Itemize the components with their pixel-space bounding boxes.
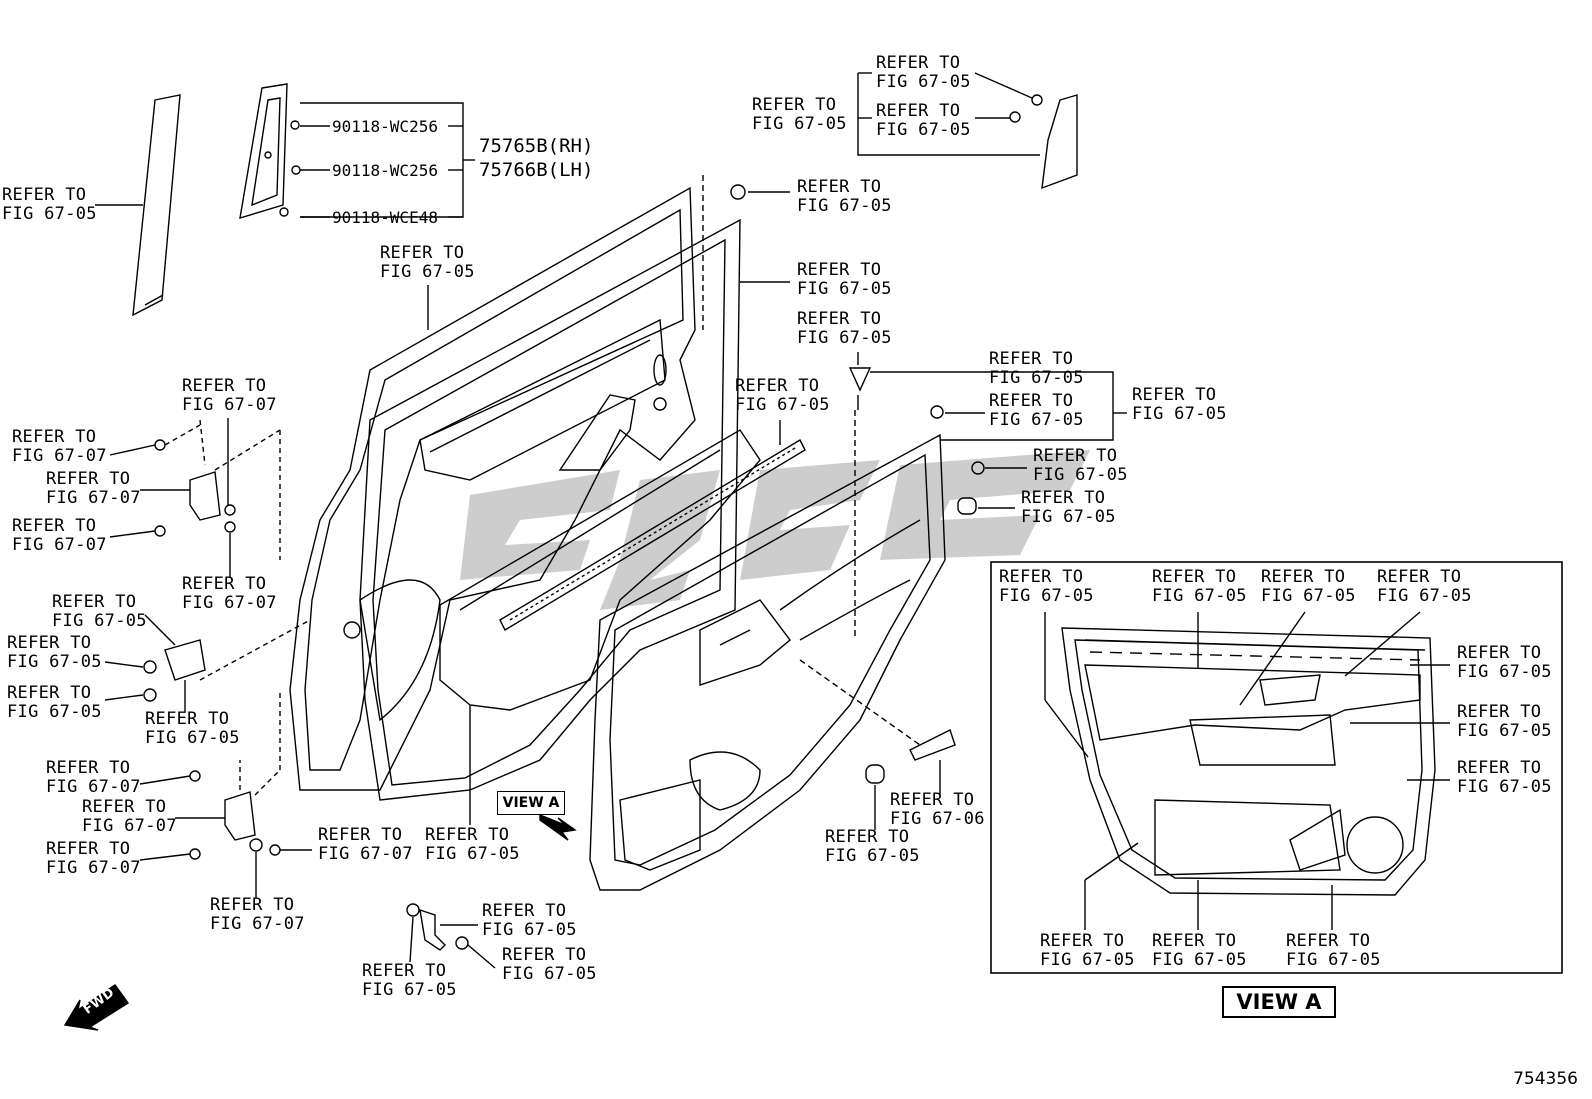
door-frame-weatherstrip <box>359 218 741 801</box>
part-number-clip-2: 90118-WC256 <box>332 161 438 180</box>
part-number-clip-1: 90118-WC256 <box>332 117 438 136</box>
pillar-garnish <box>132 94 181 317</box>
view-a-box <box>990 561 1563 974</box>
clip-top <box>730 184 746 200</box>
upper-hinge <box>109 418 281 578</box>
bottom-bracket <box>419 908 446 951</box>
window-trim-75765b <box>239 83 288 219</box>
belt-weatherstrip <box>499 439 806 631</box>
view-a-arrow <box>539 813 577 841</box>
diagram-id: 754356 <box>1513 1069 1578 1089</box>
door-inner-panel <box>289 186 696 791</box>
door-trim-panel <box>589 433 946 891</box>
door-trim-back <box>439 429 761 711</box>
switch-bezel-part <box>909 729 956 761</box>
upper-garnish <box>1041 94 1078 190</box>
watermark-logo <box>460 450 1090 610</box>
fwd-arrow <box>63 984 130 1031</box>
part-number-rh: 75765B(RH) <box>479 135 594 157</box>
view-a-title: VIEW A <box>1222 986 1336 1018</box>
part-number-lh: 75766B(LH) <box>479 159 594 181</box>
view-a-tag: VIEW A <box>497 791 565 815</box>
lower-hinge <box>139 690 312 898</box>
part-number-clip-3: 90118-WCE48 <box>332 208 438 227</box>
check-arm <box>104 614 311 712</box>
view-a-panel <box>1061 627 1436 896</box>
